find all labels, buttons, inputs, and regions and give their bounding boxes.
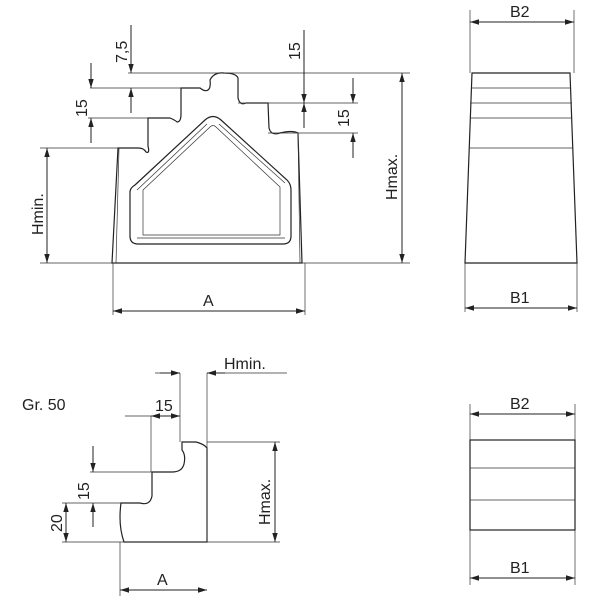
- dim-hmin: Hmin.: [224, 356, 266, 373]
- dim-15-horizontal: 15: [155, 398, 173, 415]
- side-view: B2 B1: [464, 4, 578, 312]
- front-view: 7,5 15 15 15 Hmin. Hmax. A: [30, 25, 410, 315]
- size-label: Gr. 50: [22, 397, 66, 414]
- dim-15-left: 15: [74, 99, 91, 117]
- dim-hmax: Hmax.: [257, 479, 274, 525]
- side-view-gr50: B2 B1: [469, 396, 576, 585]
- profile-outline: [111, 72, 303, 264]
- dim-15-vertical: 15: [76, 482, 93, 500]
- dim-b1: B1: [510, 560, 530, 577]
- dim-7-5: 7,5: [114, 41, 131, 63]
- dim-a: A: [203, 293, 214, 310]
- dim-b2: B2: [510, 4, 530, 21]
- dim-a: A: [157, 572, 168, 589]
- front-view-gr50: Hmin. 15 15 20 Hmax. A: [49, 356, 287, 596]
- dim-15-top-right: 15: [287, 42, 304, 60]
- inner-cutout: [129, 115, 292, 245]
- dim-b1: B1: [510, 290, 530, 307]
- dim-hmin: Hmin.: [30, 193, 47, 235]
- dim-b2: B2: [510, 396, 530, 413]
- dim-hmax: Hmax.: [384, 154, 401, 200]
- dim-20: 20: [49, 514, 66, 532]
- dim-15-right: 15: [336, 109, 353, 127]
